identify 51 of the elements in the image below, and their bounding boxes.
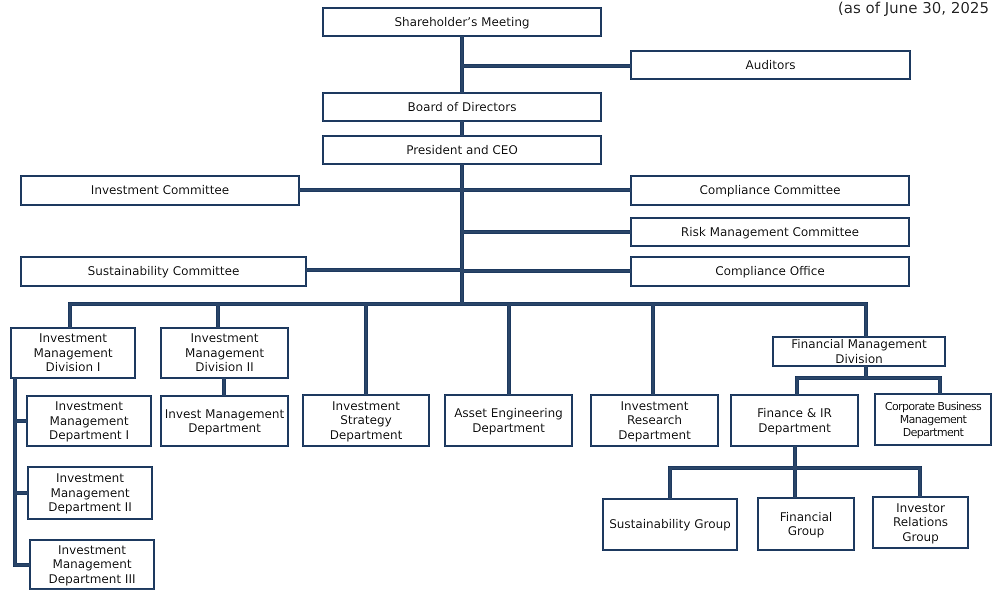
unit-name: Asset Engineering Department [453, 406, 564, 435]
org-box [590, 394, 719, 447]
unit-name: Investment Committee [90, 183, 230, 198]
org-box [160, 327, 289, 379]
org-box [874, 393, 992, 446]
unit-name: Auditors [744, 58, 796, 72]
unit-name: Investment Management Department II [47, 471, 133, 515]
org-box [444, 394, 573, 447]
org-box [730, 394, 859, 447]
org-box [10, 327, 136, 379]
unit-name: Board of Directors [406, 100, 518, 114]
unit-name: Financial Group [778, 510, 834, 538]
unit-name: Investment Strategy Department [328, 398, 404, 442]
unit-name: Shareholder’s Meeting [393, 14, 531, 30]
org-box [20, 175, 300, 206]
org-box [160, 395, 289, 447]
unit-name: Finance & IR Department [756, 406, 833, 435]
date-note: (as of June 30, 2025 [838, 0, 989, 16]
unit-name: Investment Research Department [617, 398, 692, 442]
org-box [630, 256, 910, 287]
unit-name: Risk Management Committee [680, 224, 860, 240]
connector-line [460, 122, 464, 135]
connector-line [222, 379, 226, 395]
org-box [602, 498, 738, 551]
org-box [630, 50, 911, 80]
org-box [630, 175, 910, 206]
org-box [772, 336, 946, 367]
org-box [302, 394, 430, 447]
unit-name: Sustainability Committee [86, 264, 240, 279]
org-box [872, 496, 969, 549]
unit-name: Investor Relations Group [892, 500, 950, 544]
org-box [322, 92, 602, 122]
unit-name: Sustainability Group [608, 517, 732, 532]
org-box [630, 217, 910, 247]
unit-name: President and CEO [405, 142, 519, 158]
org-box [322, 7, 602, 37]
org-box [757, 497, 855, 551]
org-box [20, 256, 307, 287]
unit-name: Financial Management Division [790, 337, 928, 366]
unit-name: Compliance Office [714, 264, 826, 279]
unit-name: Investment Management Division II [184, 331, 266, 375]
org-box [26, 395, 152, 447]
unit-name: Investment Management Department III [47, 542, 137, 586]
org-box [322, 135, 602, 165]
unit-name: Investment Management Department I [48, 399, 130, 443]
unit-name: Invest Management Department [164, 406, 286, 436]
unit-name: Corporate Business Management Department [884, 400, 982, 440]
org-box [29, 539, 155, 590]
unit-name: Investment Management Division I [32, 331, 114, 375]
org-box [27, 466, 153, 520]
unit-name: Compliance Committee [698, 183, 842, 198]
